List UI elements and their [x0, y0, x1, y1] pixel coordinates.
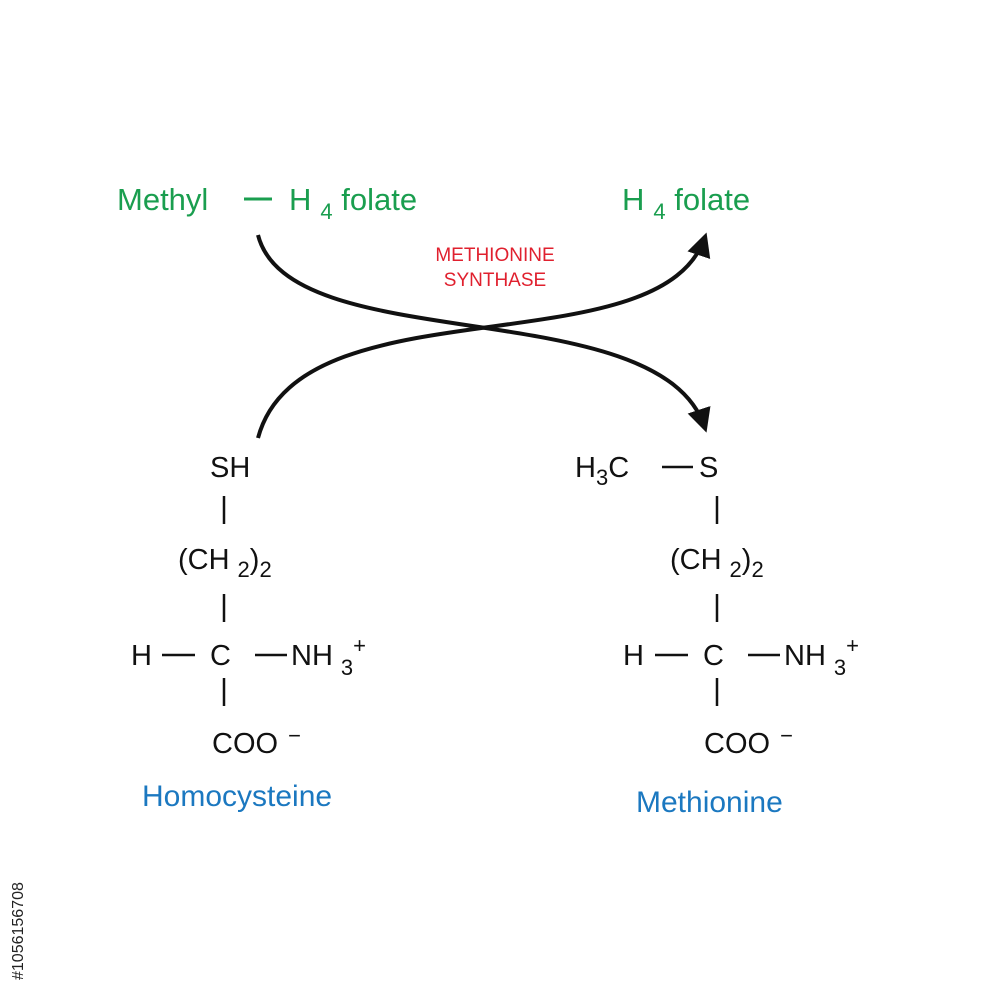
hcy-c: C: [210, 640, 231, 672]
met-coo: COO−: [704, 723, 793, 760]
hcy-sh: SH: [210, 452, 251, 484]
hcy-h: H: [131, 640, 152, 672]
met-h3c: H3C: [575, 452, 630, 490]
enzyme-label: METHIONINE SYNTHASE: [435, 245, 555, 291]
hcy-coo: COO−: [212, 723, 301, 760]
met-s: S: [699, 452, 719, 484]
methyl-label: Methyl: [117, 182, 209, 217]
methyl-transfer-arrow: [256, 234, 711, 433]
met-c: C: [703, 640, 724, 672]
homocysteine-name: Homocysteine: [142, 780, 333, 813]
stock-id: #1056156708: [10, 882, 27, 980]
methionine-name: Methionine: [636, 786, 783, 819]
folate-release-arrow: [256, 232, 711, 439]
met-h: H: [623, 640, 644, 672]
